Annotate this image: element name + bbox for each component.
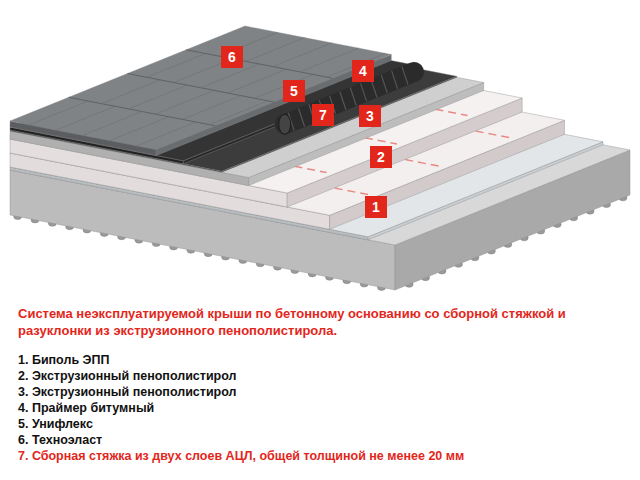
texture-line bbox=[137, 122, 196, 146]
texture-line bbox=[128, 85, 187, 109]
title-block: Система неэксплуатируемой крыши по бетон… bbox=[18, 305, 628, 339]
layer-name: 1. Биполь ЭПП bbox=[18, 352, 109, 368]
callout-number: 2 bbox=[377, 149, 385, 165]
callout-number: 3 bbox=[366, 108, 374, 124]
legend-line: 6. Техноэласт bbox=[18, 432, 102, 448]
roll-ridge bbox=[350, 88, 356, 106]
callout-box: 1 bbox=[365, 196, 387, 218]
legend-line: 1. Биполь ЭПП bbox=[18, 352, 109, 368]
texture-line bbox=[273, 43, 332, 67]
callout-number: 5 bbox=[290, 83, 298, 99]
callout-number: 6 bbox=[228, 49, 236, 65]
callout-number: 7 bbox=[319, 107, 327, 123]
texture-line bbox=[209, 101, 268, 125]
roll-ridge bbox=[402, 67, 408, 85]
legend-line: 3. Экструзионный пенополистирол bbox=[18, 384, 237, 400]
callout-box: 5 bbox=[283, 80, 305, 102]
layer-name: 6. Техноэласт bbox=[18, 432, 102, 448]
texture-line bbox=[83, 112, 142, 136]
texture-line bbox=[182, 96, 241, 120]
callout-number: 4 bbox=[359, 63, 367, 79]
texture-line bbox=[56, 106, 115, 130]
callout-box: 6 bbox=[221, 46, 243, 68]
callout-box: 4 bbox=[352, 60, 374, 82]
legend-line: 2. Экструзионный пенополистирол bbox=[18, 368, 237, 384]
layer-name: 7. Сборная стяжка из двух слоев АЦЛ, общ… bbox=[18, 448, 464, 464]
callout-box: 7 bbox=[312, 104, 334, 126]
texture-line bbox=[155, 90, 214, 114]
shingle-layer bbox=[10, 26, 391, 156]
callout-number: 1 bbox=[372, 199, 380, 215]
roll-end bbox=[279, 114, 291, 134]
layer-name: 4. Праймер битумный bbox=[18, 400, 154, 416]
callout-box: 3 bbox=[359, 105, 381, 127]
layer-name: 2. Экструзионный пенополистирол bbox=[18, 368, 237, 384]
texture-line bbox=[228, 69, 287, 93]
roll-ridge bbox=[340, 92, 346, 110]
layer-top bbox=[10, 26, 391, 150]
roll-ridge bbox=[392, 71, 398, 89]
texture-line bbox=[29, 101, 88, 125]
roll-ridge bbox=[381, 75, 387, 93]
legend-line: 5. Унифлекс bbox=[18, 416, 93, 432]
texture-line bbox=[110, 117, 169, 141]
layer-name: 3. Экструзионный пенополистирол bbox=[18, 384, 237, 400]
legend-line: 7. Сборная стяжка из двух слоев АЦЛ, общ… bbox=[18, 448, 464, 464]
texture-line bbox=[147, 54, 206, 78]
texture-line bbox=[101, 80, 160, 104]
membrane-roll bbox=[279, 67, 414, 135]
roll-ridge bbox=[299, 108, 305, 126]
title: Система неэксплуатируемой крыши по бетон… bbox=[18, 305, 628, 339]
roll-ridge bbox=[361, 83, 367, 101]
texture-line bbox=[300, 48, 359, 72]
legend-line: 4. Праймер битумный bbox=[18, 400, 154, 416]
texture-line bbox=[246, 38, 305, 62]
callout-box: 2 bbox=[370, 146, 392, 168]
layer-name: 5. Унифлекс bbox=[18, 416, 93, 432]
